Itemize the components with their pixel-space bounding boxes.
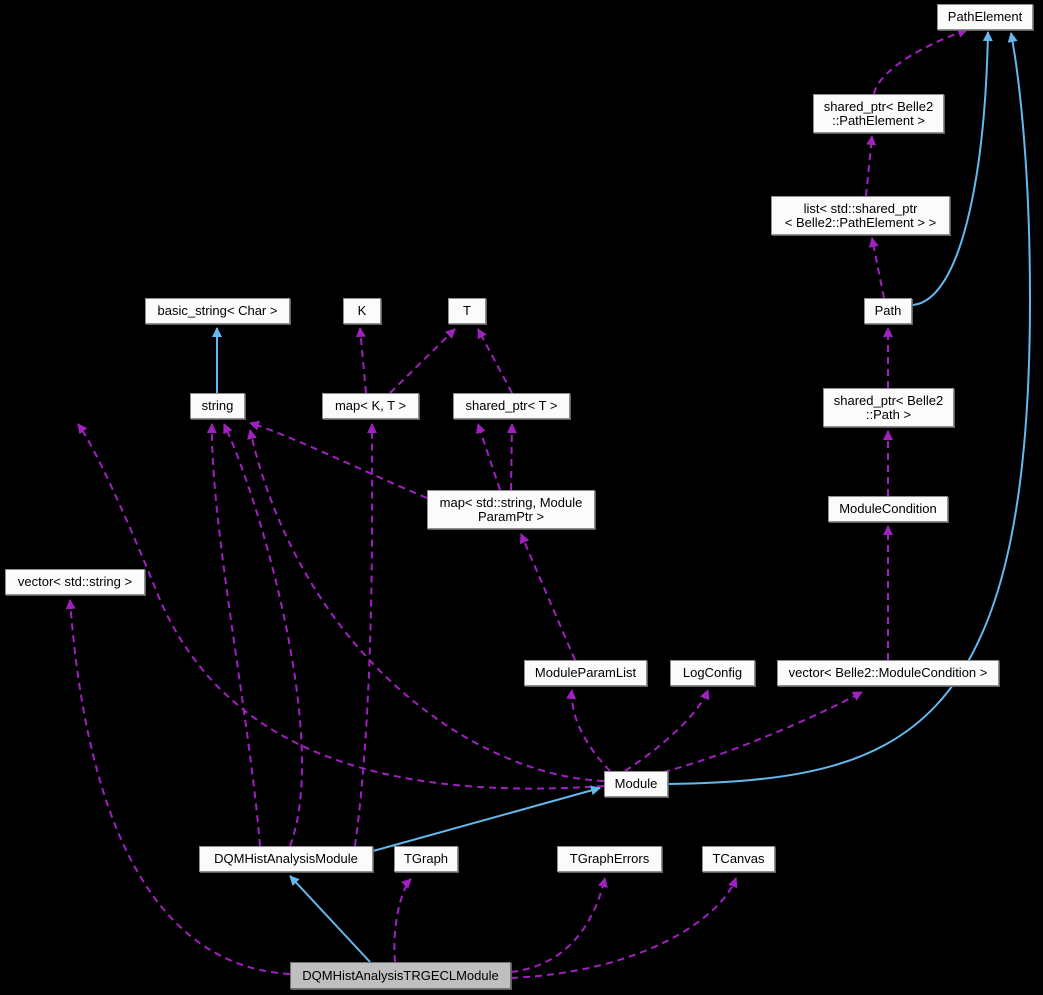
class-node-moduleparamlist[interactable]: ModuleParamList [524, 660, 647, 686]
class-node-module[interactable]: Module [604, 771, 668, 797]
edge-sharedptr_pathelem-to-pathelement [873, 28, 968, 95]
class-node-label: DQMHistAnalysisTRGECLModule [302, 967, 499, 983]
class-node-tgraph[interactable]: TGraph [394, 846, 458, 872]
class-node-focus[interactable]: DQMHistAnalysisTRGECLModule [290, 962, 511, 989]
class-node-label: TCanvas [712, 851, 765, 866]
class-node-label: shared_ptr< T > [465, 398, 558, 413]
edge-module-to-pathelement [667, 32, 1032, 785]
class-node-path[interactable]: Path [864, 298, 912, 324]
edge-path-to-pathelement [912, 31, 993, 306]
class-node-label: PathElement [947, 9, 1023, 24]
edge-dqmhistanalysis-to-module [372, 785, 601, 852]
class-node-logconfig[interactable]: LogConfig [670, 660, 755, 686]
edge-map_string_param-to-map_k_t [476, 423, 501, 491]
class-node-map_k_t[interactable]: map< K, T > [322, 393, 419, 419]
class-node-label: string [201, 398, 234, 413]
class-node-t[interactable]: T [448, 298, 486, 324]
edge-focus-to-vector_string [65, 599, 291, 975]
class-node-dqmhistanalysis[interactable]: DQMHistAnalysisModule [199, 846, 373, 872]
class-node-label: Module [614, 776, 658, 791]
edge-module-to-logconfig [624, 689, 710, 772]
class-node-label: map< K, T > [334, 398, 407, 413]
edge-map_string_param-to-string [249, 420, 428, 499]
edge-module-to-moduleparamlist [566, 689, 611, 772]
edges [65, 28, 1032, 979]
edge-map_k_t-to-k [355, 327, 367, 394]
edge-map_string_param-to-sharedptr_t [506, 423, 517, 491]
edge-dqmhistanalysis-to-string [223, 423, 303, 847]
edge-dqmhistanalysis-to-map_k_t [354, 423, 378, 847]
class-node-label: vector< std::string > [17, 574, 133, 589]
class-node-label: vector< Belle2::ModuleCondition > [788, 665, 988, 680]
class-node-label: K [357, 303, 367, 318]
edge-dqmhistanalysis-to-string [206, 423, 261, 847]
class-node-map_string_param[interactable]: map< std::string, Module ParamPtr > [427, 490, 595, 529]
class-node-vector_modcond[interactable]: vector< Belle2::ModuleCondition > [777, 660, 999, 686]
class-node-label: shared_ptr< Belle2 ::PathElement > [823, 98, 934, 128]
class-node-list_sharedptr[interactable]: list< std::shared_ptr < Belle2::PathElem… [771, 196, 950, 235]
class-node-pathelement[interactable]: PathElement [937, 4, 1033, 30]
edge-list_sharedptr-to-sharedptr_pathelem [865, 135, 877, 197]
class-node-label: Path [874, 303, 902, 318]
edge-path-to-list_sharedptr [868, 237, 885, 299]
edge-focus-to-dqmhistanalysis [289, 875, 371, 963]
class-node-label: DQMHistAnalysisModule [214, 851, 358, 866]
class-node-k[interactable]: K [343, 298, 381, 324]
edge-map_k_t-to-t [389, 328, 456, 394]
class-node-sharedptr_path[interactable]: shared_ptr< Belle2 ::Path > [823, 388, 954, 427]
class-node-label: ModuleParamList [534, 665, 637, 680]
class-node-string[interactable]: string [190, 393, 245, 419]
class-node-label: basic_string< Char > [157, 303, 278, 318]
edge-module-to-string [247, 429, 605, 782]
class-node-sharedptr_pathelem[interactable]: shared_ptr< Belle2 ::PathElement > [813, 94, 944, 133]
class-node-label: shared_ptr< Belle2 ::Path > [833, 392, 944, 422]
edge-sharedptr_t-to-t [477, 328, 513, 394]
class-node-label: LogConfig [682, 665, 743, 680]
class-node-vector_string[interactable]: vector< std::string > [5, 569, 145, 595]
edge-focus-to-tgraph [393, 878, 412, 963]
class-node-label: map< std::string, Module ParamPtr > [439, 494, 583, 524]
edge-focus-to-tcanvas [510, 877, 738, 979]
edge-module-to-vector_string [77, 423, 605, 790]
class-node-label: list< std::shared_ptr < Belle2::PathElem… [784, 200, 937, 230]
class-node-label: TGraph [403, 851, 449, 866]
class-node-tcanvas[interactable]: TCanvas [702, 846, 775, 872]
edge-moduleparamlist-to-map_string_param [519, 533, 576, 661]
edge-focus-to-tgrapherrors [510, 877, 608, 973]
class-node-label: T [463, 303, 471, 318]
class-node-tgrapherrors[interactable]: TGraphErrors [557, 846, 662, 872]
class-node-modulecondition[interactable]: ModuleCondition [828, 496, 948, 522]
class-node-label: TGraphErrors [569, 851, 650, 866]
class-node-basic_string[interactable]: basic_string< Char > [145, 298, 290, 324]
class-node-label: ModuleCondition [839, 501, 937, 516]
edge-module-to-vector_modcond [639, 691, 863, 779]
class-node-sharedptr_t[interactable]: shared_ptr< T > [453, 393, 570, 419]
